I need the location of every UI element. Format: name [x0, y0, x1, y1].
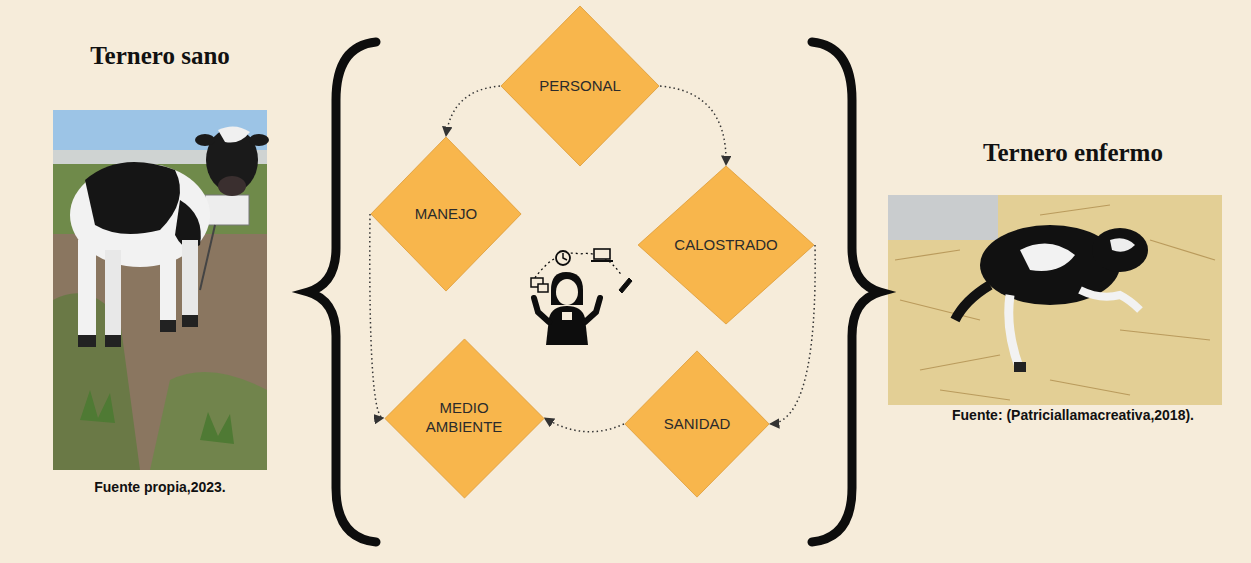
photo-healthy-calf	[53, 110, 269, 470]
node-label: PERSONAL	[539, 77, 621, 96]
right-brace	[812, 42, 880, 542]
photo-heading: Ternero sano	[90, 42, 230, 70]
dotted-arrow	[446, 86, 500, 136]
dotted-arrow	[370, 214, 384, 418]
diamond-node: SANIDAD	[624, 350, 770, 498]
photo-heading: Ternero enfermo	[983, 139, 1163, 167]
dotted-arrow	[660, 86, 726, 165]
node-label: MANEJO	[415, 205, 478, 224]
left-brace	[308, 42, 376, 542]
photo-sick-calf	[888, 195, 1222, 405]
dotted-arrow	[545, 418, 625, 432]
diamond-node: MEDIO AMBIENTE	[384, 338, 545, 499]
node-label: CALOSTRADO	[674, 236, 777, 255]
photo-source: Fuente propia,2023.	[94, 479, 225, 495]
diamond-node: CALOSTRADO	[637, 165, 815, 325]
diamond-node: PERSONAL	[500, 5, 660, 167]
node-label: SANIDAD	[664, 415, 731, 434]
person-icon	[531, 249, 632, 345]
diamond-node: MANEJO	[370, 136, 522, 292]
node-label: MEDIO AMBIENTE	[424, 399, 505, 437]
photo-source: Fuente: (Patriciallamacreativa,2018).	[952, 407, 1194, 423]
